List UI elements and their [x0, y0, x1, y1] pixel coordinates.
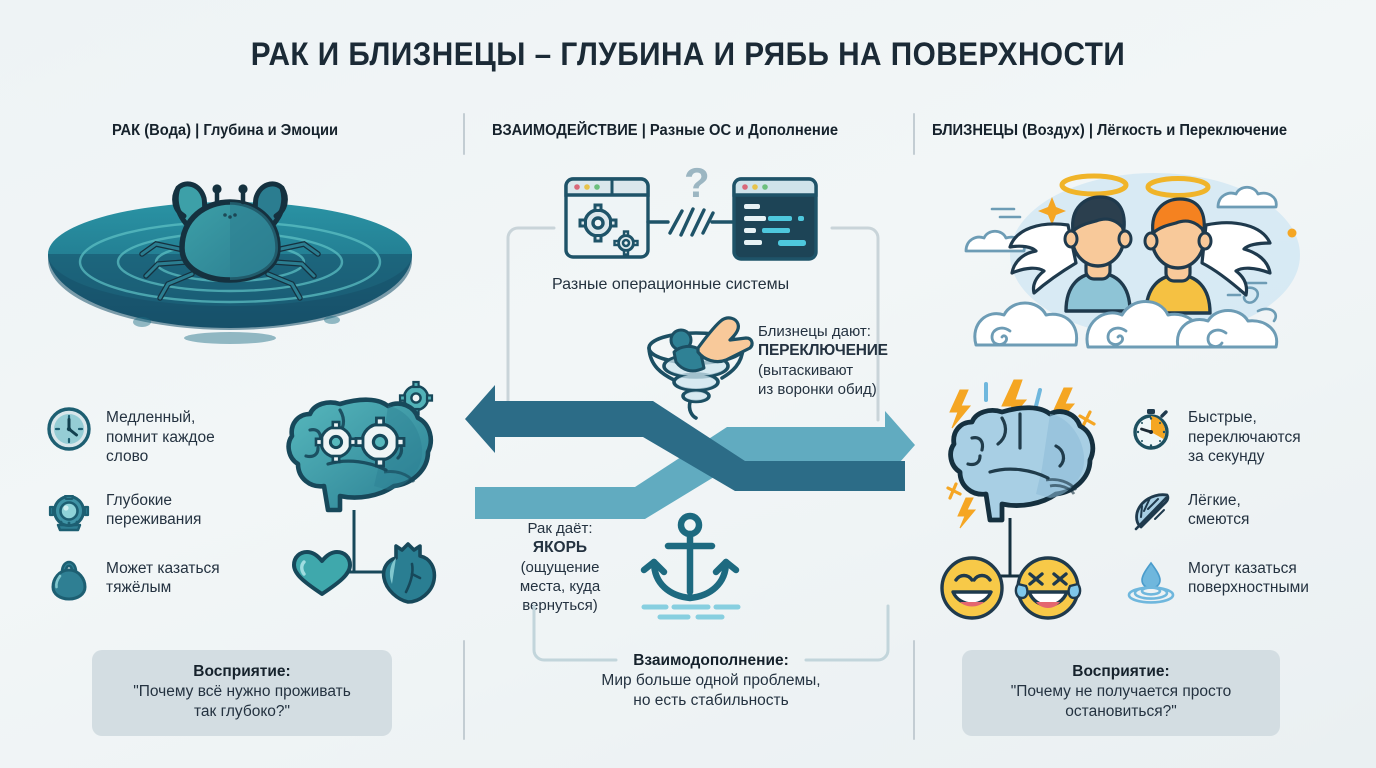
column-header-gemini-sub: Лёгкость и Переключение	[1097, 122, 1288, 139]
gemini-gift-lead: Близнецы дают:	[758, 323, 871, 340]
list-item-label: Лёгкие, смеются	[1188, 491, 1250, 529]
illustration-different-os: ?	[542, 159, 862, 275]
cancer-gift-highlight: ЯКОРЬ	[532, 539, 588, 557]
cloud-front	[973, 300, 1279, 349]
cancer-gift-detail: (ощущение места, куда вернуться)	[519, 558, 601, 614]
perception-title: Восприятие:	[193, 663, 291, 680]
cancer-traits-list: Медленный, помнит каждое слово Глубокие …	[46, 406, 286, 625]
gemini-traits-list: Быстрые, переключаются за секунду Лёгкие…	[1127, 406, 1376, 625]
clock-icon	[46, 406, 92, 452]
water-ripple-drop-icon	[1127, 557, 1175, 604]
illustration-brain-heart	[282, 376, 462, 626]
halo-left	[1059, 173, 1129, 197]
gemini-gift-note: Близнецы дают: ПЕРЕКЛЮЧЕНИЕ (вытаскивают…	[758, 322, 918, 399]
column-header-gemini: БЛИЗНЕЦЫ (Воздух) | Лёгкость и Переключе…	[932, 122, 1287, 140]
divider-left-bottom	[463, 640, 465, 740]
helping-hand-icon	[696, 316, 754, 364]
gemini-perception-box: Восприятие: "Почему не получается просто…	[962, 650, 1280, 737]
list-item-label: Могут казаться поверхностными	[1188, 559, 1309, 597]
list-item: Могут казаться поверхностными	[1127, 557, 1376, 604]
twin-right	[1143, 197, 1213, 315]
column-header-interaction-main: ВЗАИМОДЕЙСТВИЕ	[492, 122, 638, 139]
page-title: РАК И БЛИЗНЕЦЫ – ГЛУБИНА И РЯБЬ НА ПОВЕР…	[250, 36, 1126, 72]
divider-left-top	[463, 113, 465, 155]
svg-text:?: ?	[684, 159, 710, 206]
cancer-perception-box: Восприятие: "Почему всё нужно проживать …	[92, 650, 392, 737]
heart-symbol-icon	[292, 550, 352, 596]
twin-left	[1063, 195, 1133, 313]
divider-right-top	[913, 113, 915, 155]
bracket-lines-top	[482, 210, 902, 440]
laughing-tears-emoji-icon	[1014, 556, 1082, 620]
perception-quote: "Почему всё нужно проживать так глубоко?…	[133, 683, 351, 721]
gear-in-brain-1	[314, 420, 358, 464]
divider-right-bottom	[913, 640, 915, 740]
cancer-gift-note: Рак даёт: ЯКОРЬ (ощущение места, куда ве…	[505, 519, 615, 615]
list-item: Лёгкие, смеются	[1128, 489, 1376, 535]
column-header-cancer-main: РАК (Вода)	[112, 122, 192, 139]
complement-block: Взаимодополнение: Мир больше одной пробл…	[530, 651, 892, 711]
column-header-cancer: РАК (Вода) | Глубина и Эмоции	[112, 122, 338, 140]
complement-title: Взаимодополнение:	[633, 652, 789, 669]
list-item: Медленный, помнит каждое слово	[46, 406, 286, 467]
os-label: Разные операционные системы	[552, 276, 790, 293]
cancer-gift-lead: Рак даёт:	[527, 520, 593, 537]
header-separator: |	[637, 122, 650, 139]
illustration-anchor	[630, 512, 750, 622]
crossing-exchange-arrows	[465, 385, 915, 520]
illustration-brain-emoji	[932, 376, 1122, 626]
wing-left	[1008, 222, 1078, 295]
illustration-crab-pool	[40, 170, 420, 370]
broken-connection-icon	[646, 207, 736, 237]
wing-right	[1200, 221, 1272, 297]
list-item-label: Медленный, помнит каждое слово	[106, 409, 215, 466]
list-item-label: Быстрые, переключаются за секунду	[1188, 409, 1301, 466]
complement-text: Мир больше одной проблемы, но есть стаби…	[601, 672, 821, 710]
column-header-interaction-sub: Разные ОС и Дополнение	[649, 122, 839, 139]
illustration-angel-twins	[940, 163, 1360, 349]
feather-icon	[1128, 489, 1174, 535]
list-item: Глубокие переживания	[46, 489, 286, 535]
code-terminal-window	[732, 177, 818, 261]
perception-title: Восприятие:	[1072, 663, 1170, 680]
perception-quote: "Почему не получается просто остановитьс…	[1010, 683, 1232, 721]
anatomical-heart-icon	[381, 542, 437, 604]
settings-gears-window	[564, 177, 650, 259]
column-header-cancer-sub: Глубина и Эмоции	[203, 122, 339, 139]
illustration-hand-whirlpool	[634, 312, 764, 424]
halo-right	[1145, 176, 1211, 198]
kettlebell-icon	[46, 557, 92, 603]
grinning-emoji-icon	[940, 556, 1004, 620]
stopwatch-icon	[1128, 406, 1174, 452]
bracket-bottom	[520, 598, 902, 664]
gemini-gift-highlight: ПЕРЕКЛЮЧЕНИЕ	[758, 342, 888, 360]
list-item: Быстрые, переключаются за секунду	[1128, 406, 1376, 467]
header-separator: |	[1084, 122, 1098, 139]
column-header-interaction: ВЗАИМОДЕЙСТВИЕ | Разные ОС и Дополнение	[492, 122, 838, 140]
diving-helmet-icon	[46, 489, 92, 535]
arrow-left	[465, 385, 905, 491]
header-separator: |	[191, 122, 204, 139]
list-item-label: Глубокие переживания	[106, 491, 202, 529]
list-item: Может казаться тяжёлым	[46, 557, 286, 603]
question-mark-icon: ?	[684, 159, 710, 206]
gear-in-brain-2	[354, 416, 406, 468]
column-header-gemini-main: БЛИЗНЕЦЫ (Воздух)	[932, 122, 1085, 139]
list-item-label: Может казаться тяжёлым	[106, 559, 220, 597]
cloud-swirl	[990, 326, 1228, 348]
spark-lines	[984, 382, 1042, 408]
gemini-gift-detail: (вытаскивают из воронки обид)	[758, 361, 877, 398]
